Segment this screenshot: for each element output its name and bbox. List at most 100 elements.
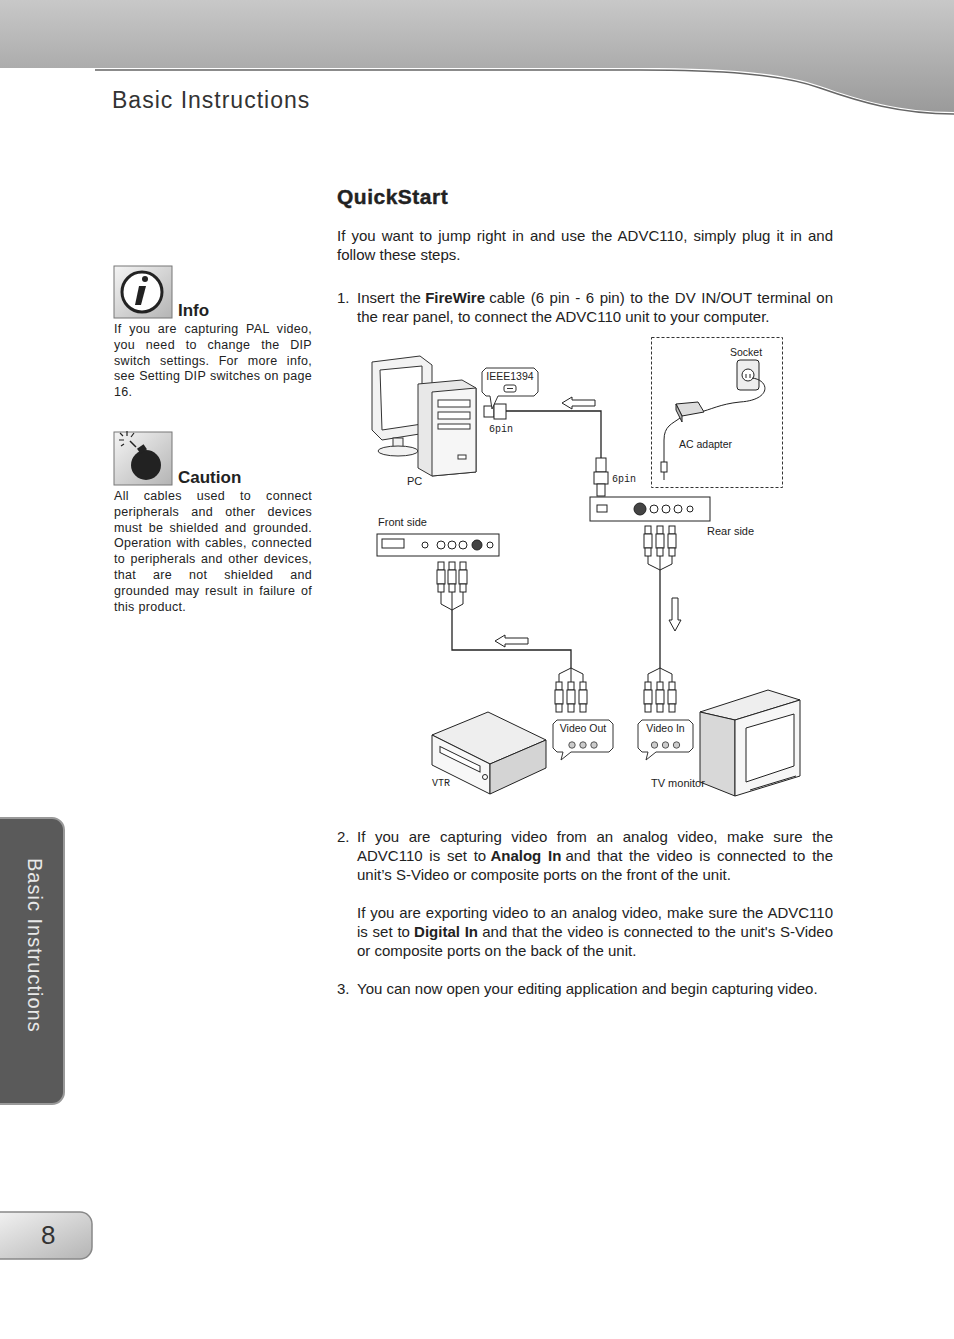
rect-shape xyxy=(645,682,651,690)
circle-shape xyxy=(131,450,161,480)
rca-plug xyxy=(656,526,664,556)
device-label: TV monitor xyxy=(651,777,705,791)
callout-bubble: Video Out xyxy=(553,720,613,752)
emphasis-text: FireWire xyxy=(425,289,485,306)
rca-plug xyxy=(656,682,664,712)
path-shape xyxy=(135,286,146,305)
rca-plug xyxy=(579,682,587,712)
device-label: PC xyxy=(407,475,422,489)
port-icon xyxy=(504,385,516,392)
note-text: If you are capturing PAL video, you need… xyxy=(114,322,312,401)
callout-bubble: Video In xyxy=(638,720,693,752)
path-shape xyxy=(664,418,680,462)
circle-shape xyxy=(487,542,493,548)
circle-shape xyxy=(634,503,646,515)
bubble-outline xyxy=(482,368,538,409)
section-title: QuickStart xyxy=(337,184,448,210)
node-text: Socket xyxy=(730,346,762,358)
circle-shape xyxy=(742,369,754,381)
rca-plug xyxy=(644,682,652,712)
rect-shape xyxy=(657,704,663,712)
power-region: SocketAC adapter xyxy=(651,337,783,488)
rect-shape xyxy=(580,704,586,712)
circle-shape xyxy=(459,541,467,549)
node-text: Video In xyxy=(646,722,684,734)
step-number: 1. xyxy=(337,288,350,307)
path-shape xyxy=(746,374,750,378)
path-shape xyxy=(441,592,463,610)
rect-shape xyxy=(644,534,652,548)
side-tab xyxy=(0,818,64,1104)
header-line xyxy=(95,70,954,114)
rect-shape xyxy=(657,682,663,690)
note-heading: Caution xyxy=(178,467,241,488)
advc110-front xyxy=(377,534,499,556)
rect-shape xyxy=(657,548,663,556)
rect-shape xyxy=(114,266,172,318)
rect-shape xyxy=(645,526,651,534)
tv-figure xyxy=(700,690,800,796)
rect-shape xyxy=(114,432,172,485)
rect-shape xyxy=(568,682,574,690)
polygon-shape xyxy=(432,388,476,476)
rect-shape xyxy=(668,690,676,704)
pin-label: 6pin xyxy=(612,474,636,487)
rect-shape xyxy=(645,548,651,556)
rect-shape xyxy=(597,484,605,496)
rca-plug xyxy=(644,526,652,556)
bubble-outline xyxy=(638,720,693,760)
jack-dot xyxy=(580,742,586,748)
rect-shape xyxy=(460,562,466,570)
rect-shape xyxy=(644,690,652,704)
front-rca-cable xyxy=(437,562,467,610)
rect-shape xyxy=(645,704,651,712)
advc110-rear xyxy=(590,497,710,521)
rect-shape xyxy=(459,570,467,584)
rect-shape xyxy=(579,690,587,704)
rca-plug xyxy=(437,562,445,592)
device-label: Rear side xyxy=(707,525,754,539)
jack-dot xyxy=(651,742,657,748)
rect-shape xyxy=(657,526,663,534)
jack-dot xyxy=(673,742,679,748)
jack-dot xyxy=(591,742,597,748)
firewire-cable xyxy=(484,404,608,496)
rca-plug xyxy=(555,682,563,712)
rect-shape xyxy=(438,400,470,407)
rect-shape xyxy=(567,690,575,704)
circle-shape xyxy=(483,775,488,780)
rect-shape xyxy=(668,534,676,548)
jack-dot xyxy=(569,742,575,748)
rear-rca-cable xyxy=(644,526,676,570)
path-shape xyxy=(559,668,672,682)
info-icon xyxy=(114,266,172,318)
side-tab-label: Basic Instructions xyxy=(22,858,47,1033)
rect-shape xyxy=(458,455,466,459)
note-text: All cables used to connect peripherals a… xyxy=(114,489,312,615)
step-paragraph: Insert theFireWirecable (6 pin - 6 pin) … xyxy=(357,288,833,326)
pc-figure xyxy=(372,356,476,476)
emphasis-text: Analog In xyxy=(490,847,561,864)
circle-shape xyxy=(472,540,482,550)
port-icon xyxy=(507,388,513,389)
path-shape xyxy=(700,378,765,412)
polygon-shape xyxy=(418,380,476,476)
circle-shape xyxy=(437,541,445,549)
rect-shape xyxy=(382,539,404,548)
rca-plug xyxy=(668,682,676,712)
rect-shape xyxy=(596,458,606,472)
rca-plug xyxy=(459,562,467,592)
rca-plug xyxy=(567,682,575,712)
device-label: VTR xyxy=(432,778,450,791)
rect-shape xyxy=(437,570,445,584)
flow-arrow xyxy=(562,397,595,409)
rect-shape xyxy=(656,690,664,704)
rect-shape xyxy=(448,570,456,584)
circle-shape xyxy=(122,272,162,312)
circle-shape xyxy=(422,542,428,548)
dashed-outline xyxy=(652,338,783,488)
rect-shape xyxy=(580,682,586,690)
polygon-shape xyxy=(380,366,422,430)
rect-shape xyxy=(590,497,710,521)
